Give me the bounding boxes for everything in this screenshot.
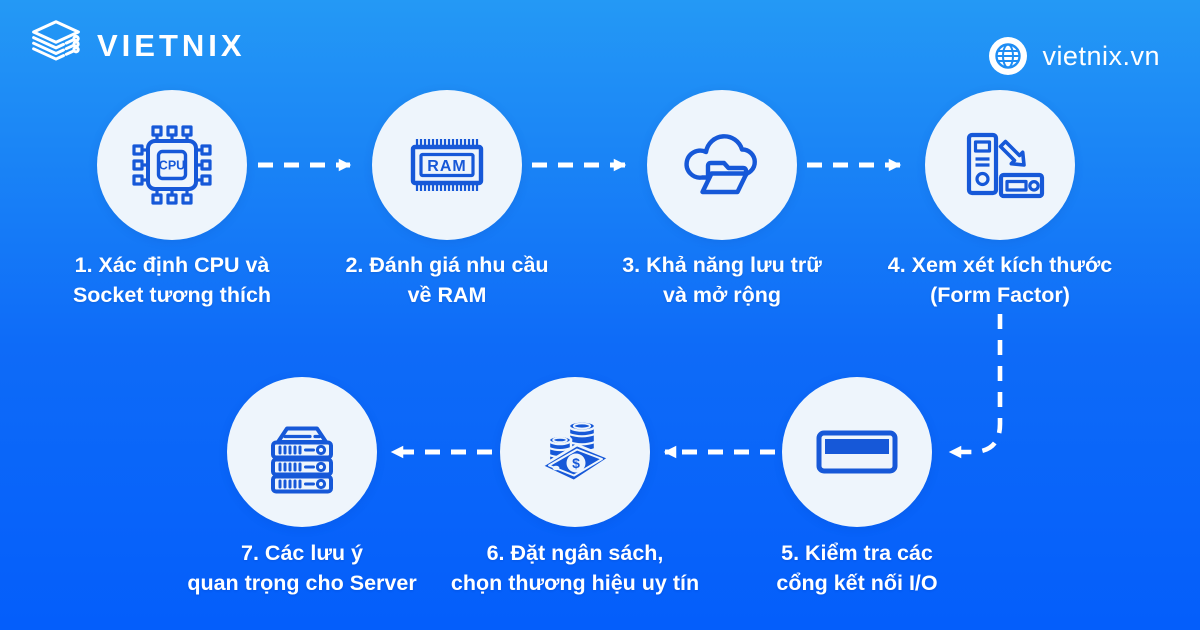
website-link[interactable]: vietnix.vn [988,36,1160,76]
server-rack-icon [271,426,333,494]
cloud-storage-folder-icon [684,134,757,195]
step-5-label: 5. Kiểm tra các cổng kết nối I/O [776,541,938,595]
step-1-circle: CPU [97,90,247,240]
website-url: vietnix.vn [1042,40,1160,71]
step-5-circle [782,377,932,527]
step-6-label: 6. Đặt ngân sách, chọn thương hiệu uy tí… [450,541,700,595]
step-7-circle [227,377,377,527]
cpu-chip-icon: CPU [132,125,212,205]
step-2-label: 2. Đánh giá nhu cầu về RAM [345,253,549,307]
stacked-layers-logo-icon [32,20,80,61]
io-port-icon [816,430,898,474]
step-3-label: 3. Khả năng lưu trữ và mở rộng [622,253,822,307]
step-3-circle [647,90,797,240]
arrow-step4-to-step5 [948,314,1003,459]
budget-money-icon: $ [540,420,611,483]
step-4-label: 4. Xem xét kích thước (Form Factor) [887,253,1113,307]
step-4-circle [925,90,1075,240]
form-factor-tower-to-rack-icon [966,132,1045,199]
brand-logo: VIETNIX [28,18,246,74]
dollar-icon-text: $ [572,455,580,471]
step-6-circle: $ [500,377,650,527]
ram-icon-text: RAM [427,158,466,175]
globe-icon [989,37,1028,75]
cpu-icon-text: CPU [159,159,185,173]
step-2-circle: RAM [372,90,522,240]
step-1-label: 1. Xác định CPU và Socket tương thích [72,253,272,307]
step-7-label: 7. Các lưu ý quan trọng cho Server [187,541,417,595]
brand-name: VIETNIX [97,28,246,63]
ram-module-icon: RAM [410,139,484,191]
